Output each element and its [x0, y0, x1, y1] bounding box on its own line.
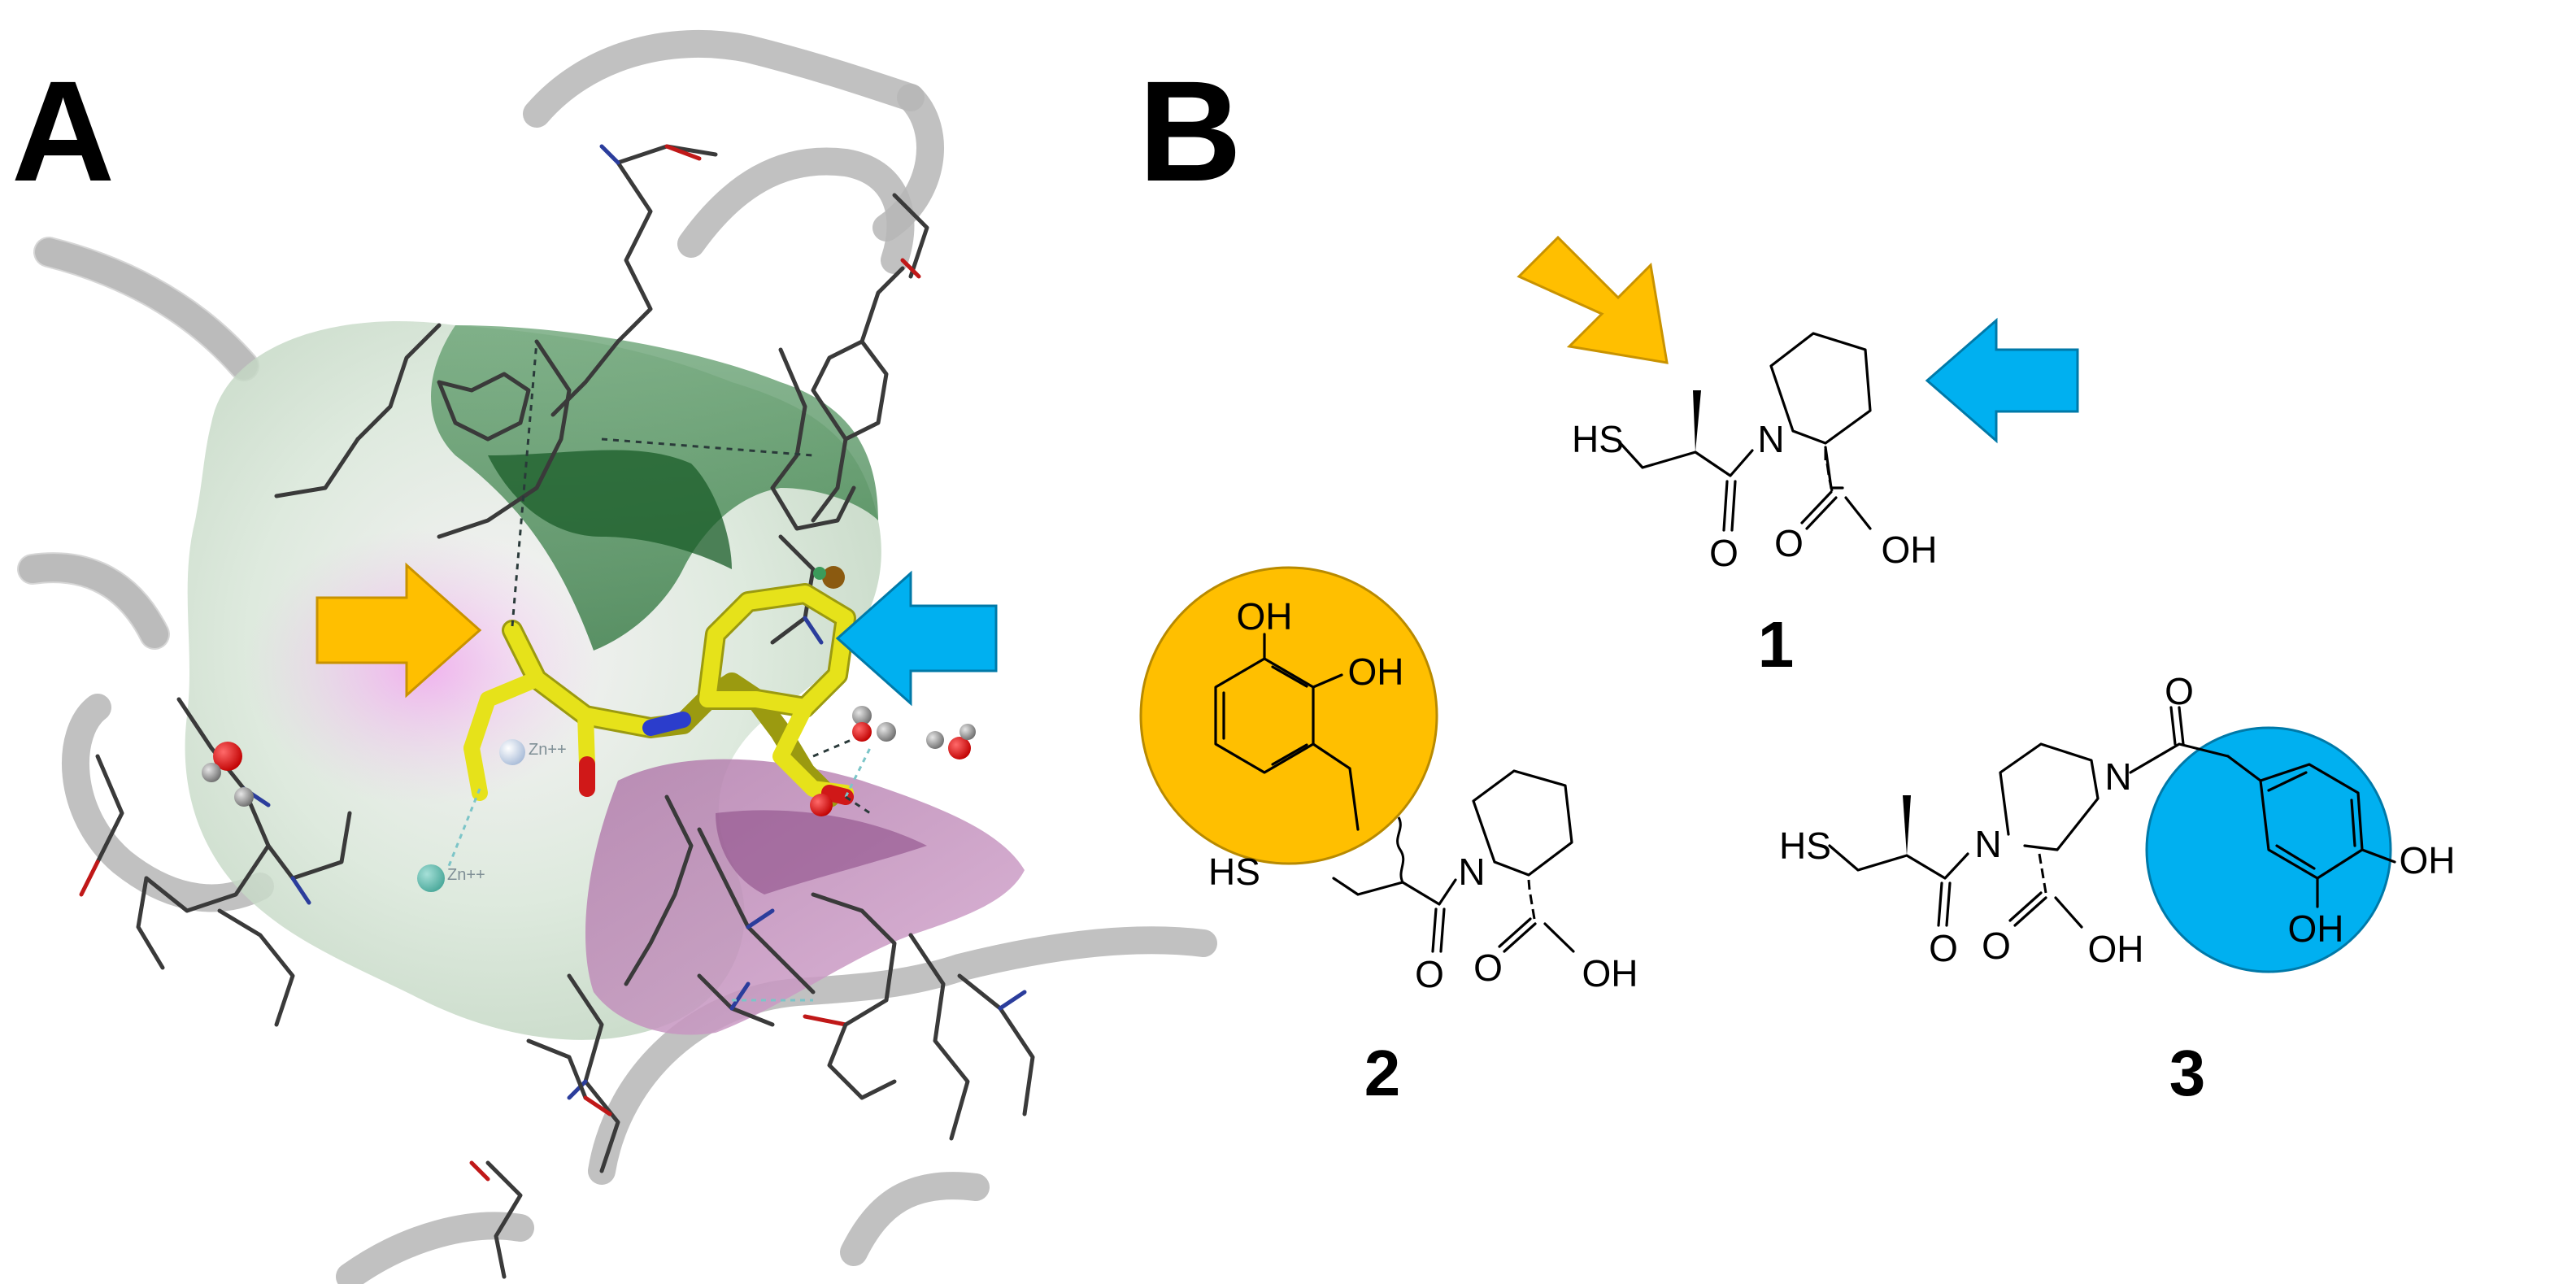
compound-1-label: 1: [1758, 608, 1795, 681]
zinc-label-1: Zn++: [529, 741, 567, 759]
panel-b: B HS N O O OH 1: [1138, 52, 2456, 1109]
blue-arrow-icon: [835, 570, 998, 707]
compound-2-label: 2: [1364, 1037, 1401, 1109]
blue-arrow-icon: [1925, 317, 2079, 444]
atom-n: N: [1458, 851, 1485, 893]
atom-oh: OH: [2088, 928, 2144, 970]
atom-hs: HS: [1779, 825, 1831, 867]
atom-o: O: [1929, 927, 1958, 969]
atom-oh: OH: [1582, 952, 1638, 995]
ligand-sticks: [463, 583, 856, 807]
atom-oh-top: OH: [1237, 595, 1293, 638]
atom-n2: N: [2104, 755, 2131, 798]
zinc-label-2: Zn++: [447, 866, 485, 884]
compound-3-label: 3: [2169, 1037, 2206, 1109]
atom-n: N: [1757, 418, 1784, 460]
panel-a: A: [11, 29, 1217, 1284]
atom-o: O: [1415, 953, 1444, 995]
panel-a-label: A: [11, 52, 115, 211]
atom-oh-right: OH: [1348, 651, 1404, 693]
atom-oh: OH: [1882, 529, 1938, 571]
zinc-ion-1: [499, 739, 525, 765]
residue-sticks: [79, 144, 1035, 1279]
atom-oh-b: OH: [2288, 908, 2344, 950]
panel-b-label: B: [1138, 52, 1242, 211]
zinc-ion-2: [417, 864, 445, 892]
atom-oh-a: OH: [2400, 839, 2456, 881]
protein-ribbons: [17, 29, 1217, 1284]
atom-o2: O: [1774, 522, 1804, 564]
compound-3-structure: HS N N O O O OH OH OH 3: [1779, 670, 2455, 1109]
orange-arrow-icon: [315, 562, 482, 699]
atom-o: O: [1709, 532, 1738, 574]
compound-2-structure: OH OH HS N O O OH 2: [1139, 566, 1638, 1109]
atom-o-top: O: [2165, 670, 2194, 712]
atom-hs: HS: [1208, 851, 1260, 893]
orange-arrow-icon: [1516, 235, 1669, 364]
catechol-highlight-icon: [1139, 566, 1438, 865]
atom-hs: HS: [1572, 418, 1624, 460]
atom-n1: N: [1974, 823, 2001, 865]
atom-o2: O: [1982, 925, 2011, 967]
atom-spheres: Zn++ Zn++: [202, 566, 976, 892]
atom-o2: O: [1473, 947, 1503, 989]
compound-1-structure: HS N O O OH 1: [1516, 235, 2079, 681]
